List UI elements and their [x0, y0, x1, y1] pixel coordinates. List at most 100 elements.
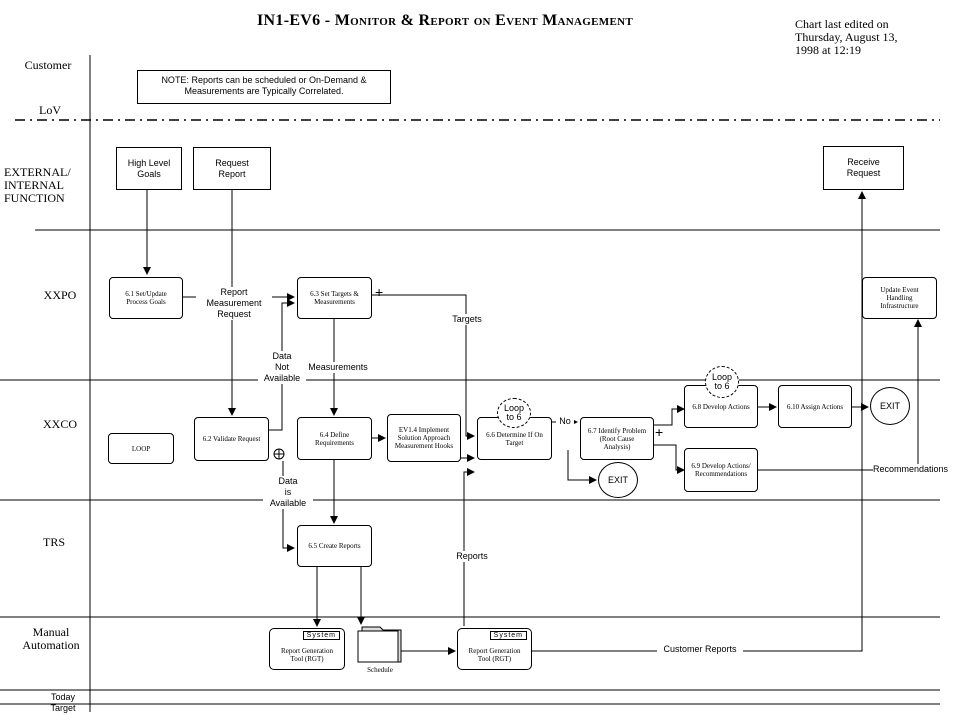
box-line: Infrastructure — [880, 302, 919, 310]
box-line: Report Generation — [281, 647, 333, 655]
exit-circle-1[interactable]: EXIT — [598, 462, 638, 498]
plus-icon: + — [375, 284, 384, 300]
lane-xxco: XXCO — [42, 417, 77, 431]
process-6-3[interactable]: 6.3 Set Targets &Measurements — [297, 277, 372, 319]
lane-external-line: INTERNAL — [4, 178, 64, 192]
label-line: Data — [278, 476, 298, 486]
box-line: Request — [846, 168, 881, 178]
box-line: Handling — [886, 294, 913, 302]
process-6-10[interactable]: 6.10 Assign Actions — [778, 385, 852, 428]
lane-today: Today — [50, 692, 76, 702]
box-line: Tool (RGT) — [290, 655, 324, 663]
label-line: Report — [220, 287, 248, 297]
label-report-measurement-request: Report Measurement Request — [196, 287, 272, 320]
box-line: (Root Cause — [599, 434, 635, 443]
box-line: Receive — [847, 157, 880, 167]
system-tag: System — [489, 631, 527, 640]
label-data-not-available: Data Not Available — [258, 351, 306, 384]
lane-customer: Customer — [24, 58, 72, 72]
box-line: Requirements — [315, 438, 354, 447]
box-line: 6.4 Define — [319, 430, 350, 439]
label-data-is-available: Data is Available — [263, 476, 313, 509]
label-line: Available — [269, 498, 307, 508]
edited-line: Chart last edited on — [795, 17, 889, 31]
schedule-folder-icon — [357, 626, 402, 663]
edited-stamp: Chart last edited on Thursday, August 13… — [795, 18, 945, 57]
lane-manual-line: Automation — [22, 638, 80, 652]
box-line: Target — [505, 438, 524, 447]
schedule-label: Schedule — [367, 666, 393, 674]
box-line: 6.3 Set Targets & — [310, 290, 359, 298]
process-6-5[interactable]: 6.5 Create Reports — [297, 525, 372, 567]
lane-trs: TRS — [42, 535, 65, 549]
lane-lov: LoV — [39, 103, 61, 117]
edited-line: 1998 at 12:19 — [795, 43, 861, 57]
label-line: is — [284, 487, 292, 497]
box-line: Goals — [137, 168, 161, 179]
box-line: 6.6 Determine If On — [486, 430, 543, 439]
box-line: High Level — [127, 157, 171, 168]
plus-icon: + — [655, 424, 664, 440]
note-line: Measurements are Typically Correlated. — [184, 86, 344, 96]
label-reports: Reports — [450, 551, 494, 562]
box-line: 6.7 Identify Problem — [587, 426, 647, 435]
label-targets: Targets — [444, 314, 490, 325]
box-line: Process Goals — [126, 298, 166, 306]
loop-line: to 6 — [506, 412, 522, 422]
loop-line: Loop — [503, 403, 525, 413]
label-customer-reports: Customer Reports — [657, 644, 743, 655]
label-line: Request — [217, 309, 251, 319]
process-loop[interactable]: LOOP — [108, 433, 174, 464]
loop-line: to 6 — [714, 381, 730, 391]
box-line: Tool (RGT) — [477, 655, 512, 663]
lane-external-line: EXTERNAL/ — [4, 165, 71, 179]
box-line: Measurements — [314, 298, 355, 306]
process-6-9[interactable]: 6.9 Develop Actions/Recommendations — [684, 448, 758, 492]
box-line: EV1.4 Implement — [398, 426, 450, 434]
junction-circle-cross-icon — [273, 448, 285, 460]
loop-line: Loop — [711, 372, 733, 382]
box-line: 6.9 Develop Actions/ — [691, 462, 751, 470]
label-no: No — [556, 416, 574, 427]
label-line: Measurement — [206, 298, 262, 308]
lane-manual-line: Manual — [32, 625, 70, 639]
note-line: NOTE: Reports can be scheduled or On-Dem… — [161, 75, 367, 85]
process-6-2[interactable]: 6.2 Validate Request — [194, 417, 269, 461]
exit-circle-2[interactable]: EXIT — [870, 387, 910, 425]
label-line: Data — [272, 351, 292, 361]
box-line: Analysis) — [603, 442, 631, 451]
box-line: Recommendations — [694, 470, 748, 478]
box-line: Measurement Hooks — [394, 442, 454, 450]
lane-xxpo: XXPO — [43, 288, 77, 302]
system-tag: System — [302, 631, 340, 640]
page-title: IN1-EV6 - Monitor & Report on Event Mana… — [257, 12, 633, 29]
label-measurements: Measurements — [301, 362, 375, 373]
box-line: Solution Approach — [397, 434, 451, 442]
label-recommendations: Recommendations — [873, 464, 950, 475]
box-line: Report Generation — [468, 647, 521, 655]
lane-external-line: FUNCTION — [4, 191, 65, 205]
label-line: Available — [263, 373, 301, 383]
lane-external: EXTERNAL/ INTERNAL FUNCTION — [4, 166, 86, 205]
box-line: Update Event — [880, 286, 919, 294]
lane-manual-automation: Manual Automation — [18, 626, 84, 652]
label-line: Not — [274, 362, 289, 372]
edited-line: Thursday, August 13, — [795, 30, 898, 44]
box-line: Request — [215, 157, 249, 168]
box-line: 6.1 Set/Update — [125, 290, 167, 298]
lane-target: Target — [50, 703, 76, 713]
